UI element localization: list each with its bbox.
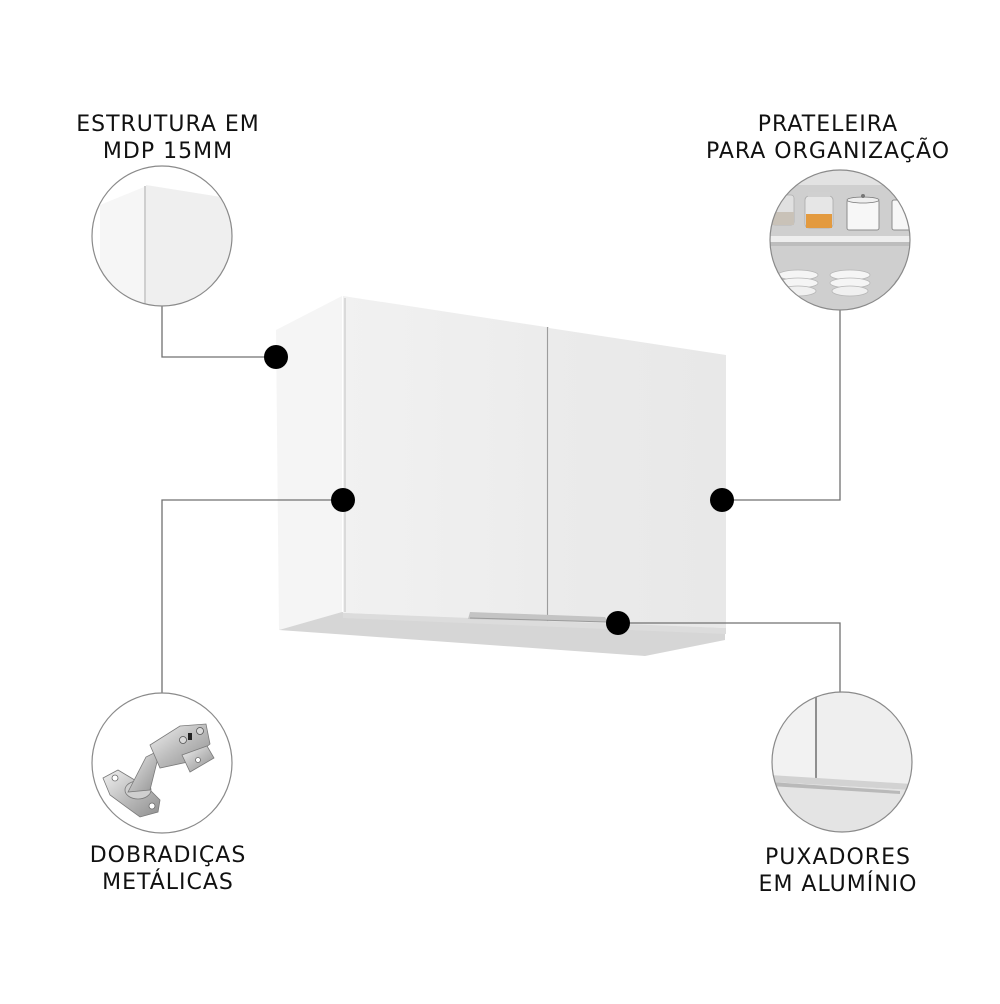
hotspot-handles[interactable]: [606, 611, 630, 635]
connector-structure: [161, 306, 276, 358]
callout-structure-line1: ESTRUTURA EM: [76, 112, 260, 137]
hinge-closeup-image: [91, 692, 233, 834]
cabinet-door-right: [549, 328, 726, 628]
callout-label-hinges: DOBRADIÇAS METÁLICAS: [90, 842, 247, 896]
callout-handles-line2: EM ALUMÍNIO: [758, 872, 918, 897]
callout-structure-line2: MDP 15MM: [102, 139, 234, 164]
aluminum-handle: [468, 612, 608, 622]
callout-label-shelf: PRATELEIRA PARA ORGANIZAÇÃO: [706, 111, 950, 165]
callout-hinges-line1: DOBRADIÇAS: [89, 843, 247, 868]
hotspot-shelf[interactable]: [710, 488, 734, 512]
connector-handles: [618, 622, 841, 692]
shelf-closeup-image: [769, 169, 911, 311]
cabinet-bottom-panel: [279, 612, 725, 656]
cabinet-side-panel: [276, 296, 342, 630]
connector-shelf: [722, 310, 841, 501]
callout-shelf-line1: PRATELEIRA: [757, 112, 899, 137]
callout-shelf-line2: PARA ORGANIZAÇÃO: [705, 139, 951, 164]
callout-hinges-line2: METÁLICAS: [102, 870, 234, 895]
structure-closeup-image: [91, 165, 233, 307]
callout-handles-line1: PUXADORES: [765, 845, 911, 870]
hotspot-hinges[interactable]: [331, 488, 355, 512]
hotspot-structure[interactable]: [264, 345, 288, 369]
connector-hinges: [161, 499, 343, 693]
hotspot-dots: [264, 345, 734, 635]
callout-label-handles: PUXADORES EM ALUMÍNIO: [759, 844, 918, 898]
connector-lines: [161, 306, 841, 693]
callout-label-structure: ESTRUTURA EM MDP 15MM: [76, 111, 260, 165]
cabinet: [276, 296, 726, 656]
handle-closeup-image: [771, 691, 913, 833]
cabinet-door-left: [343, 296, 546, 622]
door-bottom-edge: [343, 613, 726, 634]
